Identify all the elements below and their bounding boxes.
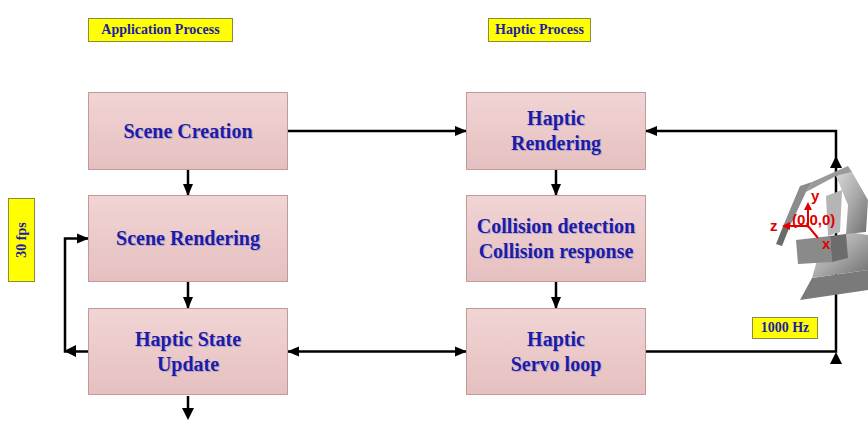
box-text: Scene Creation [98,119,278,144]
flow-arrow [646,131,836,352]
axis-label: z [770,218,778,233]
flow-arrow [288,130,466,133]
box-text: Collision response [479,239,634,264]
process-box: Scene Rendering [88,195,288,282]
flow-arrow [187,282,190,308]
box-text: Haptic Servo loop [504,327,609,377]
flow-arrow [187,170,190,195]
axis-label: (0,0,0) [792,212,835,227]
flow-arrow [555,170,558,195]
box-text: Haptic Rendering [504,106,609,156]
flow-arrow [555,282,558,308]
haptic-device [776,166,868,300]
axis-label: x [822,236,830,251]
rate-label: 30 fps [8,198,35,282]
loop-arrowhead [830,352,842,364]
rate-label: 1000 Hz [752,317,818,339]
outgoing-arrow [182,396,194,420]
process-box: Scene Creation [88,92,288,170]
process-box: Collision detectionCollision response [466,195,646,282]
box-text: Haptic Process [495,22,584,37]
process-box: Haptic State Update [88,308,288,395]
box-text: Haptic State Update [123,327,253,377]
box-text: 30 fps [14,222,30,257]
loop-arrowhead [830,156,842,168]
box-text: Collision detection [477,214,635,239]
process-label: Haptic Process [488,18,591,42]
loop-arrowhead [64,345,76,357]
flow-arrow [65,239,88,352]
process-box: Haptic Rendering [466,92,646,170]
process-box: Haptic Servo loop [466,308,646,395]
flow-arrow [288,350,466,353]
box-text: Scene Rendering [98,226,278,251]
box-text: Application Process [101,22,219,37]
axis-label: y [811,188,819,203]
process-label: Application Process [88,18,233,42]
box-text: 1000 Hz [761,320,810,335]
